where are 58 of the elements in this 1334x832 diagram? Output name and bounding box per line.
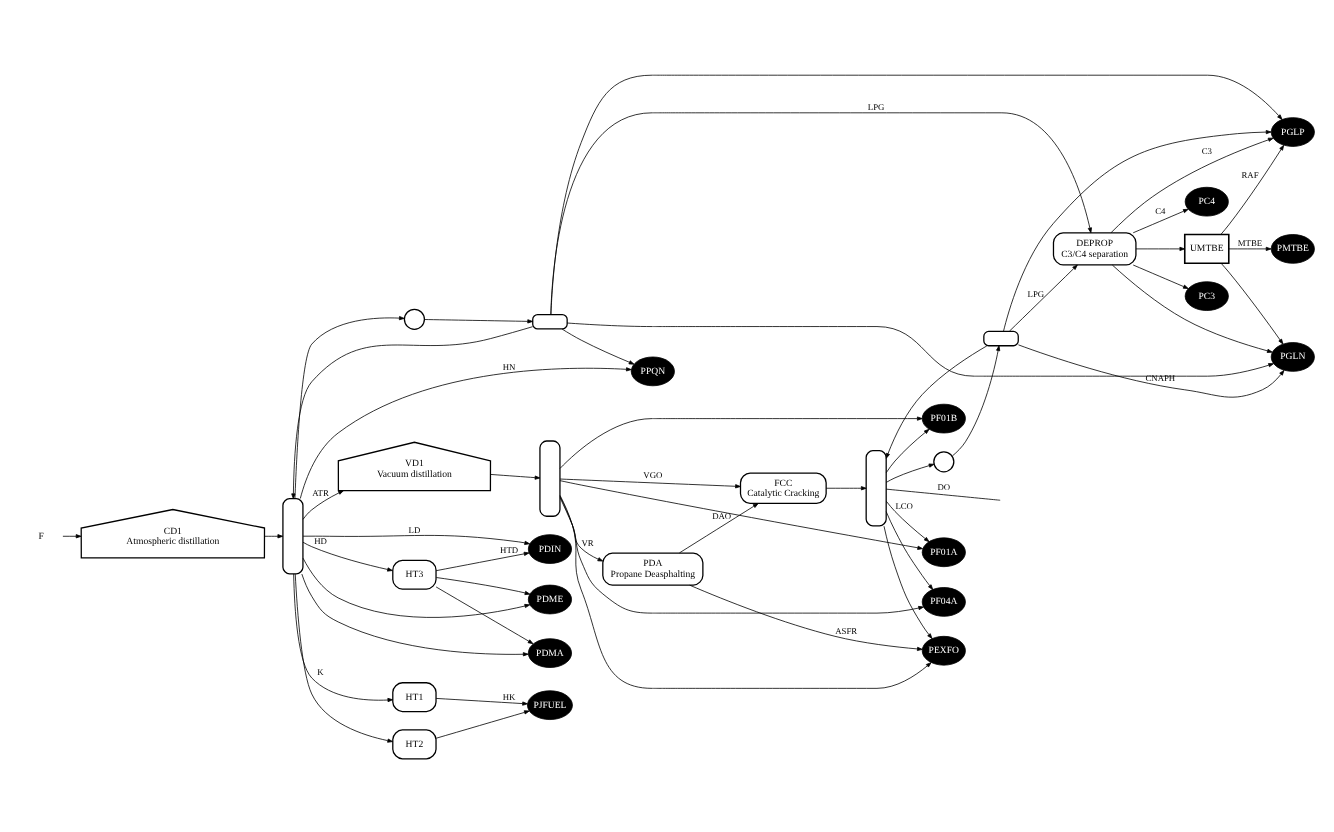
arrow xyxy=(559,494,924,613)
arrow xyxy=(1110,136,1274,233)
arrow xyxy=(1003,129,1272,331)
arrow xyxy=(885,499,930,542)
arrow xyxy=(435,709,530,738)
connector xyxy=(885,487,1001,500)
node-column xyxy=(865,449,887,526)
arrow xyxy=(825,485,867,490)
arrow xyxy=(435,576,531,594)
arrow xyxy=(1228,245,1272,250)
arrow xyxy=(435,697,528,705)
arrow xyxy=(302,534,530,544)
arrow xyxy=(885,462,935,482)
arrow xyxy=(302,540,393,571)
arrow xyxy=(1132,263,1189,288)
arrow xyxy=(559,496,604,561)
node-circle xyxy=(933,450,955,472)
arrow xyxy=(561,327,635,364)
arrow xyxy=(550,111,1092,314)
arrow xyxy=(302,489,344,519)
arrow xyxy=(559,493,932,688)
node-column xyxy=(539,439,561,516)
arrow xyxy=(566,321,1274,376)
arrow xyxy=(550,73,1283,314)
arrow xyxy=(885,344,988,458)
arrow xyxy=(559,415,923,468)
arrow xyxy=(1112,263,1273,352)
arrow xyxy=(299,366,632,498)
arrow xyxy=(1220,143,1285,234)
arrow xyxy=(424,318,533,323)
arrow xyxy=(679,502,759,553)
arrow xyxy=(264,533,284,538)
arrow xyxy=(1220,262,1284,344)
arrow xyxy=(301,572,529,656)
arrow xyxy=(291,325,533,499)
arrow xyxy=(1009,263,1078,331)
arrow xyxy=(435,585,534,644)
arrow xyxy=(885,510,934,589)
arrow xyxy=(294,572,393,742)
arrow xyxy=(689,583,923,650)
arrow xyxy=(559,477,741,488)
node-column xyxy=(282,497,304,574)
node-drum xyxy=(983,329,1019,346)
arrow xyxy=(883,524,933,638)
arrow xyxy=(1132,207,1189,233)
node-drum xyxy=(532,312,568,329)
arrow xyxy=(1135,245,1186,250)
arrow xyxy=(885,427,930,473)
arrow xyxy=(1018,343,1285,397)
arrow xyxy=(490,473,541,479)
arrow xyxy=(62,533,82,538)
arrow xyxy=(559,479,923,549)
arrow xyxy=(435,550,530,571)
arrow xyxy=(294,315,405,498)
arrow xyxy=(293,572,394,702)
node-circle xyxy=(403,307,426,329)
arrow xyxy=(302,556,531,617)
arrow xyxy=(952,344,1001,456)
